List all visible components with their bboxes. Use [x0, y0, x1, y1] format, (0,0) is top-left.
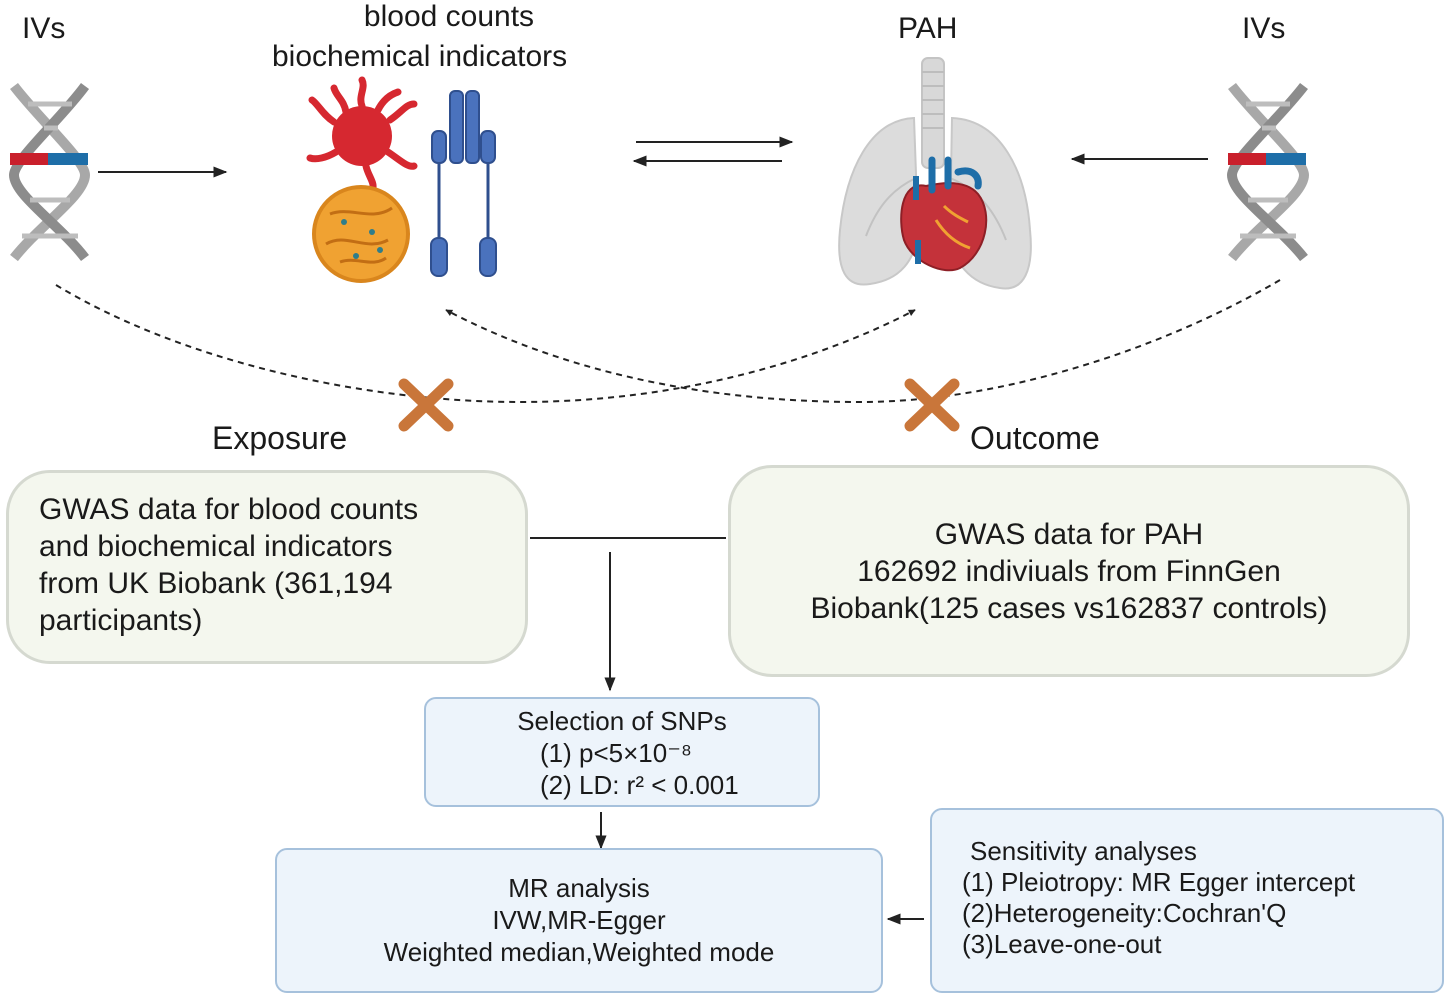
snp-criterion: (1) p<5×10⁻⁸	[540, 738, 692, 768]
snp-criterion: (2) LD: r² < 0.001	[540, 770, 739, 800]
ivs-right-label: IVs	[1242, 12, 1286, 45]
exposure-label: Exposure	[212, 420, 348, 456]
ivs-left-label: IVs	[22, 12, 66, 45]
sensitivity-box: Sensitivity analyses (1) Pleiotropy: MR …	[930, 808, 1444, 993]
outcome-box-line: Biobank(125 cases vs162837 controls)	[810, 592, 1328, 625]
mr-analysis-box: MR analysis IVW,MR-Egger Weighted median…	[275, 848, 883, 993]
exposure-box-line: participants)	[39, 604, 203, 637]
sensitivity-line: (1) Pleiotropy: MR Egger intercept	[962, 867, 1356, 897]
exposure-title-line2: biochemical indicators	[272, 40, 568, 73]
dna-icon	[1226, 82, 1310, 262]
exposure-box: GWAS data for blood counts and biochemic…	[6, 470, 528, 664]
platelet-cell-icon	[306, 76, 418, 194]
mr-analysis-line: MR analysis	[508, 873, 650, 903]
dna-icon	[8, 82, 91, 262]
exposure-title-line1: blood counts	[363, 0, 535, 33]
fat-cell-icon	[312, 185, 410, 283]
outcome-label: Outcome	[970, 420, 1100, 456]
sensitivity-line: (2)Heterogeneity:Cochran'Q	[962, 898, 1287, 928]
sensitivity-line: (3)Leave-one-out	[962, 929, 1162, 959]
mr-analysis-line: IVW,MR-Egger	[492, 905, 666, 935]
sensitivity-line: Sensitivity analyses	[970, 836, 1197, 866]
exposure-box-line: and biochemical indicators	[39, 530, 393, 563]
exposure-box-line: from UK Biobank (361,194	[39, 567, 393, 600]
outcome-box-line: GWAS data for PAH	[934, 518, 1204, 551]
outcome-box: GWAS data for PAH 162692 indiviuals from…	[728, 465, 1410, 677]
outcome-box-line: 162692 indiviuals from FinnGen	[857, 555, 1281, 588]
exposure-box-line: GWAS data for blood counts	[39, 493, 419, 526]
snp-selection-box: Selection of SNPs (1) p<5×10⁻⁸ (2) LD: r…	[424, 697, 820, 807]
lungs-heart-icon	[838, 57, 1032, 290]
pah-label: PAH	[898, 12, 958, 45]
snp-selection-title: Selection of SNPs	[517, 706, 727, 736]
receptor-icon	[430, 90, 497, 277]
cross-mark-icon	[398, 378, 454, 432]
cross-mark-icon	[904, 378, 960, 432]
mr-analysis-line: Weighted median,Weighted mode	[383, 937, 775, 967]
